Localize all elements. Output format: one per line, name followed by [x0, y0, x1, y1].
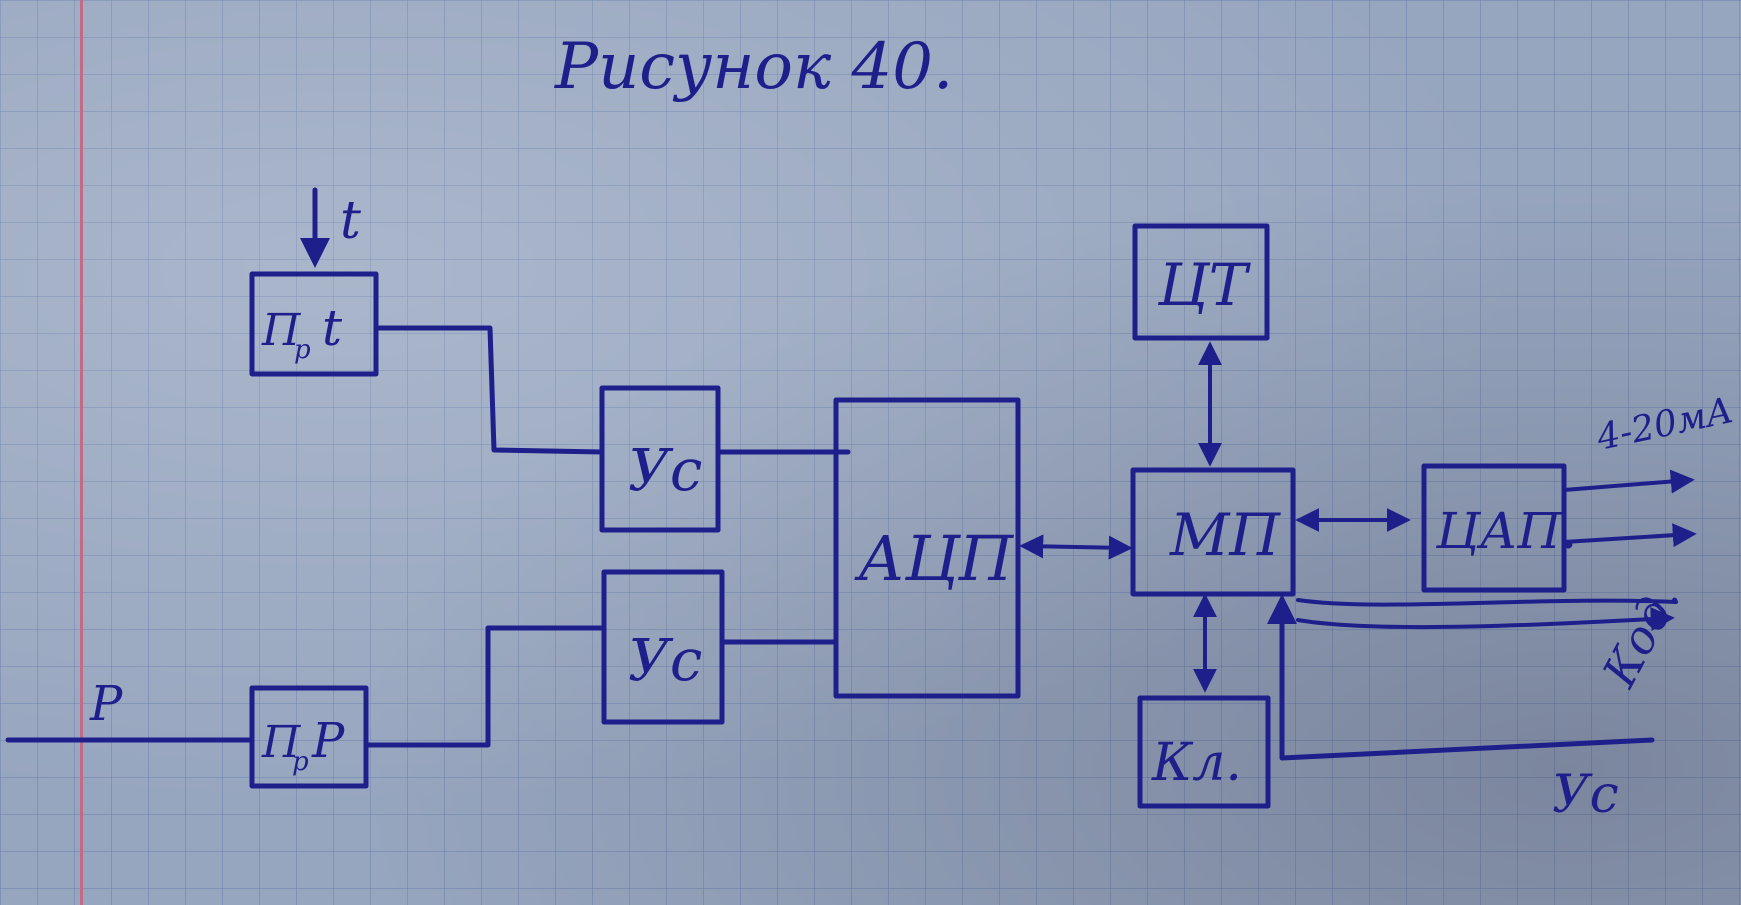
temperature-input-label: t	[340, 191, 361, 251]
feedback-label: Ус	[1552, 765, 1619, 825]
wire-prp-to-amplifier	[363, 625, 605, 748]
temperature-transducer-sub: р	[294, 335, 311, 365]
pressure-transducer-block	[249, 685, 369, 789]
analog-output-arrow-1	[1562, 469, 1695, 494]
diagram-title: Рисунок 40.	[554, 30, 953, 104]
pressure-transducer-sub: р	[292, 747, 309, 777]
amplifier-bottom-label: Ус	[628, 626, 702, 694]
dac-label: ЦАП.	[1435, 502, 1577, 560]
pressure-transducer-label: П	[261, 717, 302, 768]
pressure-transducer-var: P	[311, 713, 345, 769]
amplifier-top-label: Ус	[628, 436, 702, 504]
analog-output-arrow-2	[1562, 523, 1697, 548]
amplifier-bottom-block	[601, 569, 725, 725]
wire-prt-to-amplifier	[373, 325, 605, 455]
microprocessor-label: МП	[1169, 501, 1281, 569]
amplifier-top-block	[599, 385, 721, 533]
code-output-bus-1	[1296, 598, 1678, 607]
dac-block	[1421, 463, 1567, 593]
pressure-input-label: P	[89, 676, 123, 732]
adc-label: АЦП	[854, 522, 1015, 595]
margin-line	[80, 0, 83, 905]
analog-output-label: 4-20мА	[1592, 390, 1736, 459]
keyboard-label: Кл.	[1151, 733, 1242, 793]
code-output-label: Код.	[1592, 575, 1690, 696]
temperature-transducer-label: П	[261, 305, 302, 356]
adc-mp-bus-arrow	[1019, 534, 1133, 560]
timer-label: ЦТ	[1157, 251, 1252, 319]
temperature-transducer-var: t	[322, 299, 343, 357]
timer-block	[1132, 223, 1270, 341]
keyboard-block	[1137, 695, 1271, 809]
code-output-bus-2	[1296, 607, 1675, 632]
feedback-line	[1267, 594, 1655, 761]
adc-block	[833, 397, 1021, 699]
temperature-transducer-block	[249, 271, 379, 377]
